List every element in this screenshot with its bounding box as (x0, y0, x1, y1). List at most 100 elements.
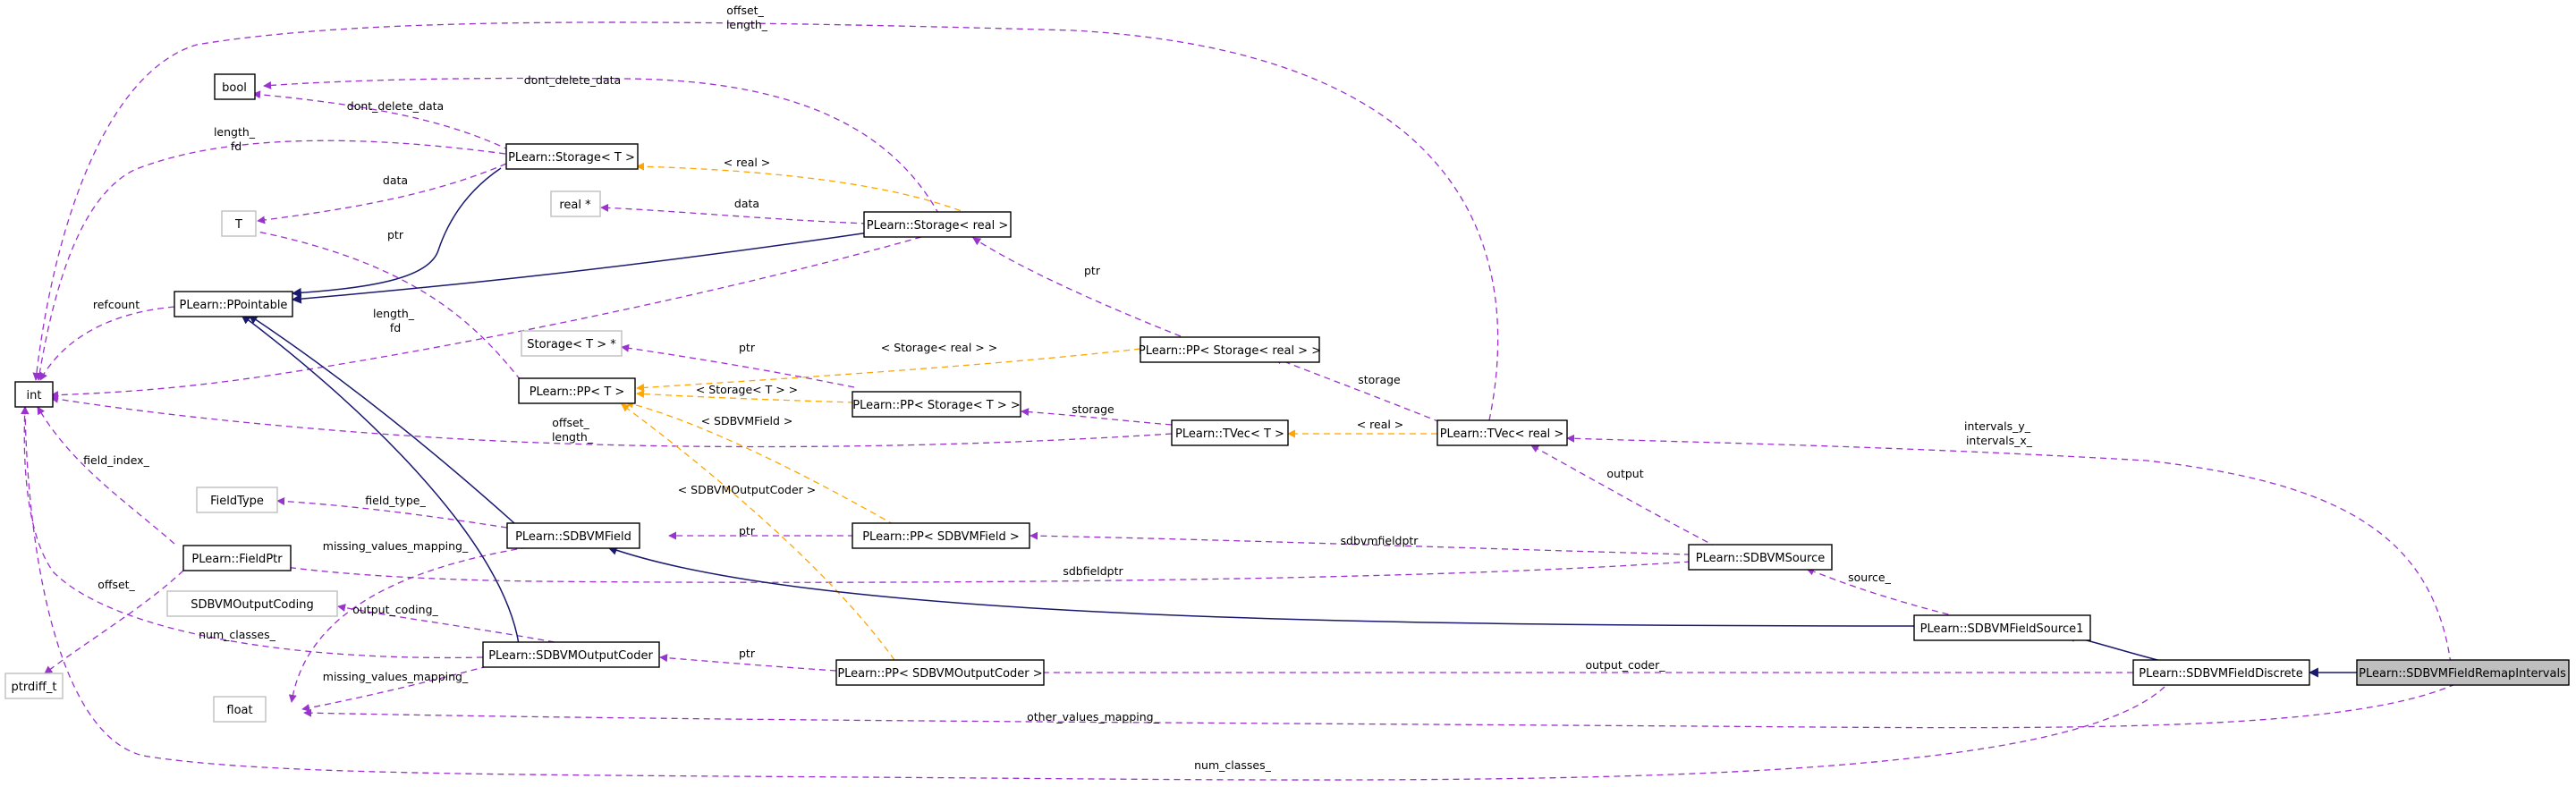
node-storage-t-ptr[interactable]: Storage< T > * (521, 330, 623, 357)
svg-text:float: float (226, 704, 252, 717)
node-float[interactable]: float (213, 696, 267, 723)
edge-remapintervals-to-tvec-real (1566, 434, 2452, 664)
node-sdbvmoutputcoding[interactable]: SDBVMOutputCoding (166, 590, 338, 617)
svg-text:PLearn::SDBVMSource: PLearn::SDBVMSource (1696, 552, 1825, 565)
edge-fieldsource1-to-sdbvmsource (1806, 567, 1960, 618)
node-fieldtype[interactable]: FieldType (196, 487, 278, 513)
svg-text:PLearn::PP< Storage< T > >: PLearn::PP< Storage< T > > (852, 399, 1021, 412)
edge-storage-t-inherits-ppointable (291, 167, 502, 298)
node-bool[interactable]: bool (214, 73, 256, 100)
label-real-template-tvec: < real > (1357, 418, 1404, 431)
edge-storage-real-template-of-storage-t (636, 162, 971, 216)
svg-text:PLearn::TVec< real >: PLearn::TVec< real > (1440, 427, 1564, 441)
edge-pp-storage-t-template-of-pp-t (636, 389, 855, 403)
svg-text:T: T (234, 218, 242, 232)
label-sdbvmfieldptr: sdbvmfieldptr (1341, 534, 1419, 547)
label-real-template: < real > (724, 156, 771, 169)
node-ptrdiff[interactable]: ptrdiff_t (4, 673, 64, 699)
svg-text:PLearn::SDBVMFieldDiscrete: PLearn::SDBVMFieldDiscrete (2139, 667, 2303, 681)
svg-text:PLearn::PP< T >: PLearn::PP< T > (530, 385, 625, 399)
edge-tvec-real-to-int-offset-length (32, 21, 1499, 421)
edge-fieldptr-to-ptrdiff-offset (44, 570, 184, 674)
edge-sdbvmfield-to-float-upper (288, 546, 529, 703)
svg-text:PLearn::SDBVMOutputCoder: PLearn::SDBVMOutputCoder (488, 649, 653, 663)
edge-remapintervals-to-float (303, 683, 2456, 729)
svg-text:PLearn::PPointable: PLearn::PPointable (180, 299, 288, 312)
node-pp-storage-real[interactable]: PLearn::PP< Storage< real > > (1139, 336, 1321, 363)
edge-outputcoder-to-float-lower (301, 665, 488, 712)
svg-text:Storage< T > *: Storage< T > * (527, 338, 616, 351)
label-offset-length-top: offset_ length_ (726, 4, 768, 31)
label-ptr-storage-real: ptr (1084, 264, 1101, 277)
node-storage-real[interactable]: PLearn::Storage< real > (863, 211, 1012, 238)
label-ptr-outputcoder: ptr (739, 647, 756, 660)
node-T[interactable]: T (221, 210, 257, 237)
node-sdbvmfield[interactable]: PLearn::SDBVMField (506, 522, 640, 549)
svg-text:PLearn::PP< Storage< real > >: PLearn::PP< Storage< real > > (1139, 344, 1321, 358)
label-data-T: data (383, 173, 408, 187)
edge-pp-storage-real-template-of-pp-t (636, 348, 1141, 392)
label-field-type: field_type_ (365, 494, 426, 507)
label-storage-real-template: < Storage< real > > (881, 341, 997, 354)
edge-storage-real-to-bool (263, 77, 940, 216)
edge-outputcoder-to-outputcoding (337, 604, 555, 643)
node-sdbvmsource[interactable]: PLearn::SDBVMSource (1688, 544, 1833, 571)
svg-text:ptrdiff_t: ptrdiff_t (12, 681, 57, 694)
label-ptr-T: ptr (387, 228, 404, 241)
node-pp-sdbvmoutputcoder[interactable]: PLearn::PP< SDBVMOutputCoder > (835, 659, 1045, 686)
node-pp-sdbvmfield[interactable]: PLearn::PP< SDBVMField > (852, 522, 1030, 549)
svg-text:PLearn::FieldPtr: PLearn::FieldPtr (191, 553, 283, 566)
edge-tvec-real-to-pp-storage-real (1274, 356, 1441, 423)
svg-text:PLearn::PP< SDBVMOutputCoder >: PLearn::PP< SDBVMOutputCoder > (837, 667, 1042, 681)
label-offset-fieldptr: offset_ (97, 578, 135, 591)
edge-outputcoder-inherits-ppointable (241, 314, 520, 645)
label-length-fd-upper: length_ fd (214, 125, 258, 153)
node-real-ptr[interactable]: real * (550, 190, 601, 217)
edge-storage-real-inherits-ppointable (291, 230, 882, 304)
node-tvec-real[interactable]: PLearn::TVec< real > (1436, 419, 1568, 446)
edge-storage-t-to-bool (252, 90, 511, 151)
svg-text:real *: real * (559, 199, 591, 212)
node-sdbvmfielddiscrete[interactable]: PLearn::SDBVMFieldDiscrete (2132, 659, 2310, 686)
node-fieldptr[interactable]: PLearn::FieldPtr (182, 545, 292, 571)
label-num-classes-left: num_classes_ (199, 628, 276, 641)
svg-text:PLearn::SDBVMFieldRemapInterva: PLearn::SDBVMFieldRemapIntervals (2359, 667, 2566, 681)
edge-fieldsource1-inherits-sdbvmfield (606, 546, 1915, 627)
node-sdbvmoutputcoder[interactable]: PLearn::SDBVMOutputCoder (482, 641, 660, 668)
node-pp-storage-t[interactable]: PLearn::PP< Storage< T > > (852, 391, 1021, 418)
node-ppointable[interactable]: PLearn::PPointable (174, 291, 293, 317)
edge-tvec-t-to-int-offset-length (50, 394, 1173, 448)
svg-text:FieldType: FieldType (210, 495, 264, 508)
label-missing-values-mapping-upper: missing_values_mapping_ (323, 539, 469, 553)
svg-text:PLearn::SDBVMField: PLearn::SDBVMField (515, 530, 631, 544)
label-ptr-storage-t-ptr: ptr (739, 341, 756, 354)
label-storage-tvec: storage (1358, 373, 1401, 386)
label-sdbfieldptr: sdbfieldptr (1063, 564, 1123, 578)
edge-fielddiscrete-to-int-num-classes (21, 406, 2165, 781)
edge-storage-real-to-int-length-fd (50, 236, 922, 400)
edge-sdbvmfield-inherits-ppointable (248, 314, 515, 524)
node-int[interactable]: int (14, 381, 54, 408)
node-sdbvmfieldsource1[interactable]: PLearn::SDBVMFieldSource1 (1913, 614, 2091, 641)
svg-text:int: int (27, 389, 42, 402)
label-missing-values-mapping-lower: missing_values_mapping_ (323, 670, 469, 683)
edge-sdbvmsource-to-tvec-real (1530, 444, 1718, 548)
node-storage-t[interactable]: PLearn::Storage< T > (505, 143, 639, 170)
label-output-coding: output_coding_ (352, 603, 438, 616)
label-source: source_ (1848, 571, 1892, 584)
node-sdbvmfieldremapintervals[interactable]: PLearn::SDBVMFieldRemapIntervals (2356, 659, 2570, 686)
label-sdbvmoutputcoder-template: < SDBVMOutputCoder > (678, 483, 817, 496)
edge-fieldptr-to-int-field-index (37, 406, 175, 545)
node-pp-t[interactable]: PLearn::PP< T > (518, 377, 636, 404)
node-tvec-t[interactable]: PLearn::TVec< T > (1171, 419, 1289, 446)
edge-pp-storage-t-to-storage-t-ptr (621, 343, 855, 388)
svg-text:PLearn::SDBVMFieldSource1: PLearn::SDBVMFieldSource1 (1920, 622, 2084, 636)
edge-storage-t-to-int-length-fd (35, 140, 506, 381)
svg-text:PLearn::Storage< real >: PLearn::Storage< real > (867, 219, 1008, 233)
label-storage: storage (1072, 402, 1114, 416)
label-output: output (1606, 467, 1643, 480)
label-intervals: intervals_y_ intervals_x_ (1964, 419, 2034, 447)
edge-sdbvmsource-to-fieldptr (248, 558, 1691, 583)
label-refcount: refcount (93, 298, 140, 311)
